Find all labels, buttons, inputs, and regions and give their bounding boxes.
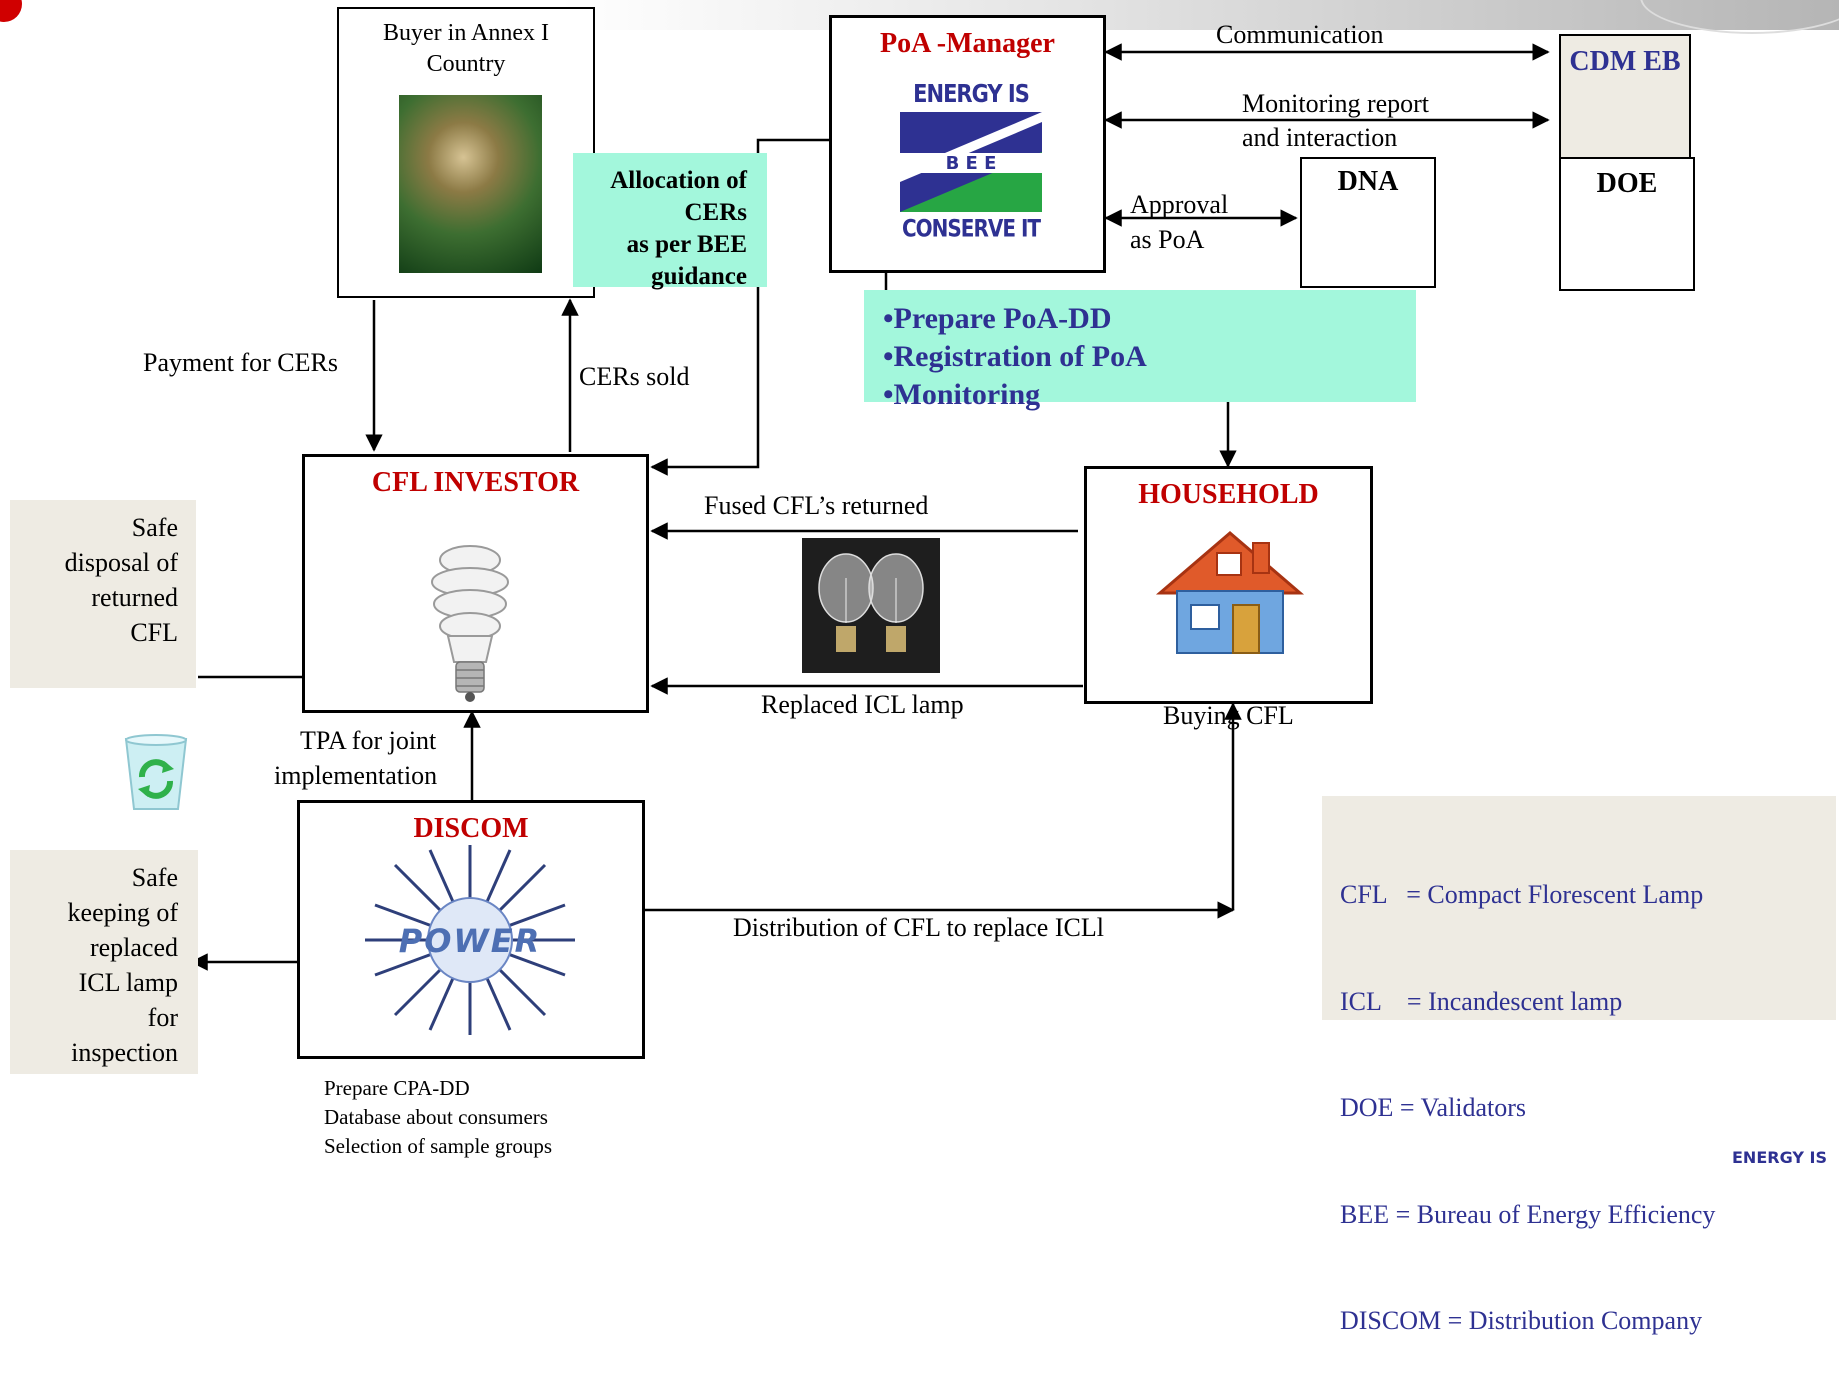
safe-disposal-line: Safe xyxy=(131,513,178,542)
safe-keeping-note xyxy=(10,850,198,1074)
icl-lamps-image xyxy=(802,538,940,673)
allocation-line: Allocation of xyxy=(610,167,747,194)
recycle-bin-icon xyxy=(124,734,188,810)
safe-disposal-line: returned xyxy=(91,583,178,612)
payment-label: Payment for CERs xyxy=(143,348,338,377)
bee-logo-bottom-text: CONSERVE IT xyxy=(901,213,1041,243)
header-banner xyxy=(560,0,1839,30)
corner-logo-text: ENERGY IS xyxy=(1732,1148,1827,1167)
safe-keeping-line: keeping of xyxy=(67,898,178,927)
safe-disposal-line: CFL xyxy=(130,618,178,647)
buyer-title: Buyer in Annex I Country xyxy=(383,20,549,77)
discom-task-item: Selection of sample groups xyxy=(324,1134,553,1158)
cfl-bulb-image xyxy=(431,545,509,702)
replaced-icl-label: Replaced ICL lamp xyxy=(761,690,964,719)
safe-disposal-line: disposal of xyxy=(64,548,178,577)
discom-tasks: Prepare CPA-DD Database about consumers … xyxy=(324,1074,552,1161)
safe-keeping-line: for xyxy=(147,1003,178,1032)
monitoring-label-2: and interaction xyxy=(1242,123,1398,152)
discom-title: DISCOM xyxy=(413,813,529,844)
doe-box xyxy=(1559,157,1695,291)
legend-box xyxy=(1322,796,1836,1020)
fused-returned-label: Fused CFL’s returned xyxy=(704,491,929,520)
safe-disposal-text: Safe disposal of returned CFL xyxy=(10,510,178,650)
communication-label: Communication xyxy=(1216,20,1384,49)
legend-item: BEE = Bureau of Energy Efficiency xyxy=(1340,1199,1716,1229)
tpa-label-2: implementation xyxy=(274,761,438,790)
safe-keeping-line: Safe xyxy=(131,863,178,892)
house-icon xyxy=(1155,531,1305,654)
monitoring-label-1: Monitoring report xyxy=(1242,89,1430,118)
power-logo: POWER xyxy=(350,840,590,1040)
poa-tasks-list: •Prepare PoA-DD •Registration of PoA •Mo… xyxy=(883,300,1147,414)
poa-manager-title: PoA -Manager xyxy=(880,28,1055,59)
dna-label: DNA xyxy=(1337,166,1399,197)
poa-task-item: •Prepare PoA-DD xyxy=(883,302,1112,335)
cfl-investor-title: CFL INVESTOR xyxy=(371,467,580,498)
allocation-text: Allocation of CERs as per BEE guidance xyxy=(573,165,747,293)
cdm-eb-label: CDM EB xyxy=(1569,46,1681,77)
legend-item: DISCOM = Distribution Company xyxy=(1340,1306,1703,1335)
connectors xyxy=(190,43,1550,971)
power-burst-icon xyxy=(365,845,575,1035)
safe-keeping-line: inspection xyxy=(71,1038,178,1067)
allocation-line: guidance xyxy=(651,263,747,290)
bee-emblem xyxy=(900,112,1042,212)
buying-cfl-label: Buying CFL xyxy=(1163,701,1294,730)
poa-task-item: •Registration of PoA xyxy=(883,340,1147,373)
approval-label-2: as PoA xyxy=(1130,225,1205,254)
safe-disposal-note xyxy=(10,500,196,688)
money-hand-image xyxy=(399,95,542,273)
doe-label: DOE xyxy=(1596,168,1658,199)
discom-task-item: Database about consumers xyxy=(324,1105,548,1129)
slide-marker-icon xyxy=(0,0,22,22)
poa-tasks-note xyxy=(864,290,1416,402)
safe-keeping-text: Safe keeping of replaced ICL lamp for in… xyxy=(10,860,178,1070)
legend-item: ICL = Incandescent lamp xyxy=(1340,986,1623,1016)
distribution-label: Distribution of CFL to replace ICLl xyxy=(733,913,1104,942)
legend-item: DOE = Validators xyxy=(1340,1093,1527,1122)
safe-keeping-line: replaced xyxy=(89,933,178,962)
bee-logo-mid-text: B E E xyxy=(945,153,997,174)
allocation-note xyxy=(573,153,767,287)
poa-task-item: •Monitoring xyxy=(883,378,1041,411)
allocation-line: CERs xyxy=(684,199,747,226)
safe-keeping-line: ICL lamp xyxy=(78,968,178,997)
cers-sold-label: CERs sold xyxy=(579,362,690,391)
incandescent-bulbs-icon xyxy=(818,553,924,652)
discom-task-item: Prepare CPA-DD xyxy=(324,1076,470,1100)
tpa-label-1: TPA for joint xyxy=(300,726,437,755)
power-logo-text: POWER xyxy=(398,922,542,960)
allocation-arrow xyxy=(650,138,830,476)
legend-list: CFL = Compact Florescent Lamp ICL = Inca… xyxy=(1340,806,1715,1374)
legend-item: CFL = Compact Florescent Lamp xyxy=(1340,880,1704,909)
allocation-line: as per BEE xyxy=(626,231,747,258)
bee-logo: ENERGY IS LIFE B E E CONSERVE IT xyxy=(900,79,1042,243)
approval-label-1: Approval xyxy=(1130,190,1229,219)
dna-box xyxy=(1300,157,1436,288)
household-title: HOUSEHOLD xyxy=(1138,479,1319,510)
